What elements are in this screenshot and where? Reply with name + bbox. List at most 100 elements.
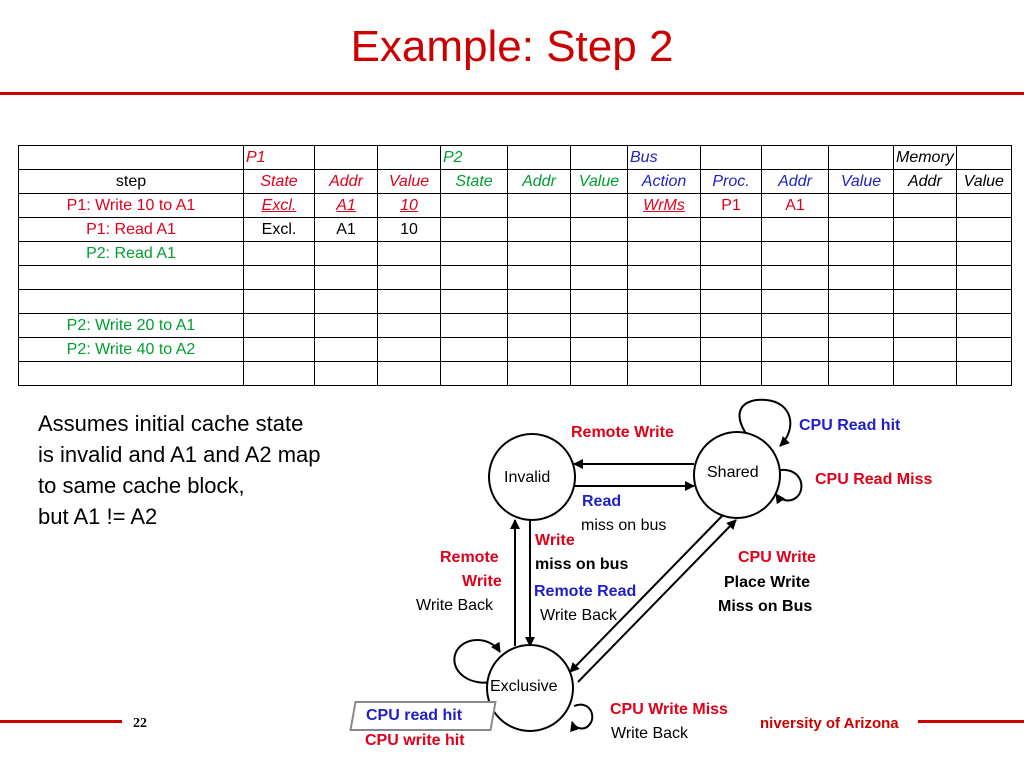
shared-read-hit-loop bbox=[738, 398, 792, 447]
table-cell bbox=[955, 265, 1012, 290]
table-cell bbox=[377, 265, 441, 290]
table-cell bbox=[828, 217, 894, 242]
table-cell bbox=[893, 289, 957, 314]
footer-divider-right bbox=[918, 720, 1024, 723]
state-shared bbox=[693, 431, 781, 519]
table-cell bbox=[828, 337, 894, 362]
footer-organization: niversity of Arizona bbox=[760, 715, 899, 732]
cpu-write-miss-label: CPU Write Miss bbox=[610, 701, 728, 718]
table-cell: A1 bbox=[314, 193, 378, 218]
table-cell bbox=[955, 361, 1012, 386]
title-divider bbox=[0, 92, 1024, 95]
table-cell bbox=[314, 361, 378, 386]
shared-read-miss-loop bbox=[775, 468, 803, 505]
exclusive-write-miss-loop bbox=[570, 703, 594, 733]
miss-on-bus-label-1: miss on bus bbox=[581, 517, 667, 534]
table-cell: State bbox=[243, 169, 315, 194]
table-cell: A1 bbox=[761, 193, 829, 218]
table-cell bbox=[377, 337, 441, 362]
table-cell bbox=[570, 265, 628, 290]
table-cell bbox=[761, 217, 829, 242]
table-cell bbox=[700, 361, 762, 386]
table-cell bbox=[377, 289, 441, 314]
write-back-label-3: Write Back bbox=[611, 725, 689, 742]
table-cell: Addr bbox=[314, 169, 378, 194]
write-back-label-1: Write Back bbox=[416, 597, 494, 614]
table-cell bbox=[243, 361, 315, 386]
table-cell bbox=[761, 313, 829, 338]
page-number: 22 bbox=[133, 716, 147, 731]
state-shared-label: Shared bbox=[707, 464, 759, 481]
table-cell bbox=[507, 217, 571, 242]
remote-label: Remote bbox=[440, 549, 499, 566]
table-cell bbox=[377, 145, 441, 170]
table-cell bbox=[18, 289, 244, 314]
remote-write-top-label: Remote Write bbox=[571, 424, 674, 441]
table-cell bbox=[507, 313, 571, 338]
table-cell: Action bbox=[627, 169, 701, 194]
table-cell bbox=[828, 265, 894, 290]
table-cell: Memory bbox=[893, 145, 957, 170]
table-cell bbox=[570, 289, 628, 314]
table-cell: Excl. bbox=[243, 193, 315, 218]
assumption-text: Assumes initial cache state is invalid a… bbox=[38, 408, 398, 532]
table-cell: Value bbox=[828, 169, 894, 194]
table-cell bbox=[570, 337, 628, 362]
table-row: P2: Read A1 bbox=[18, 241, 1012, 266]
state-exclusive bbox=[486, 644, 574, 732]
table-cell: Excl. bbox=[243, 217, 315, 242]
assumption-line: is invalid and A1 and A2 map bbox=[38, 442, 321, 467]
table-cell bbox=[507, 337, 571, 362]
cpu-read-hit-lower-label: CPU read hit bbox=[366, 707, 463, 724]
footer-divider-left bbox=[0, 720, 122, 723]
table-cell: Addr bbox=[893, 169, 957, 194]
table-row bbox=[18, 289, 1012, 314]
write-label: Write bbox=[535, 532, 575, 549]
table-cell bbox=[440, 289, 508, 314]
table-cell bbox=[314, 145, 378, 170]
table-cell bbox=[893, 361, 957, 386]
table-cell bbox=[761, 241, 829, 266]
miss-on-bus-label-2: miss on bus bbox=[535, 556, 629, 573]
table-cell: step bbox=[18, 169, 244, 194]
state-exclusive-label: Exclusive bbox=[490, 678, 558, 695]
table-cell: State bbox=[440, 169, 508, 194]
place-write-label: Place Write bbox=[724, 574, 810, 591]
table-cell bbox=[18, 361, 244, 386]
table-cell: 10 bbox=[377, 217, 441, 242]
table-cell: P1 bbox=[243, 145, 315, 170]
table-cell bbox=[828, 193, 894, 218]
table-cell bbox=[243, 337, 315, 362]
table-cell: Proc. bbox=[700, 169, 762, 194]
read-label: Read bbox=[582, 493, 622, 510]
table-row bbox=[18, 361, 1012, 386]
table-cell bbox=[243, 265, 315, 290]
table-cell bbox=[700, 217, 762, 242]
table-cell bbox=[955, 145, 1012, 170]
table-cell bbox=[627, 361, 701, 386]
slide-title: Example: Step 2 bbox=[350, 22, 674, 71]
state-invalid bbox=[488, 433, 576, 521]
table-cell bbox=[761, 337, 829, 362]
table-cell bbox=[828, 145, 894, 170]
cpu-write-hit-label: CPU write hit bbox=[365, 732, 465, 749]
cpu-write-label: CPU Write bbox=[738, 549, 816, 566]
table-cell: Addr bbox=[507, 169, 571, 194]
table-row: P2: Write 40 to A2 bbox=[18, 337, 1012, 362]
table-cell bbox=[828, 241, 894, 266]
table-cell bbox=[440, 241, 508, 266]
miss-on-bus-cap-label: Miss on Bus bbox=[718, 598, 813, 615]
table-cell bbox=[627, 289, 701, 314]
table-cell: P1 bbox=[700, 193, 762, 218]
table-cell bbox=[828, 361, 894, 386]
table-row: P2: Write 20 to A1 bbox=[18, 313, 1012, 338]
assumption-line: Assumes initial cache state bbox=[38, 411, 304, 436]
table-cell bbox=[314, 241, 378, 266]
table-cell: Value bbox=[377, 169, 441, 194]
table-cell: Value bbox=[955, 169, 1012, 194]
table-cell bbox=[955, 217, 1012, 242]
table-cell: P2: Read A1 bbox=[18, 241, 244, 266]
state-invalid-label: Invalid bbox=[504, 469, 551, 486]
